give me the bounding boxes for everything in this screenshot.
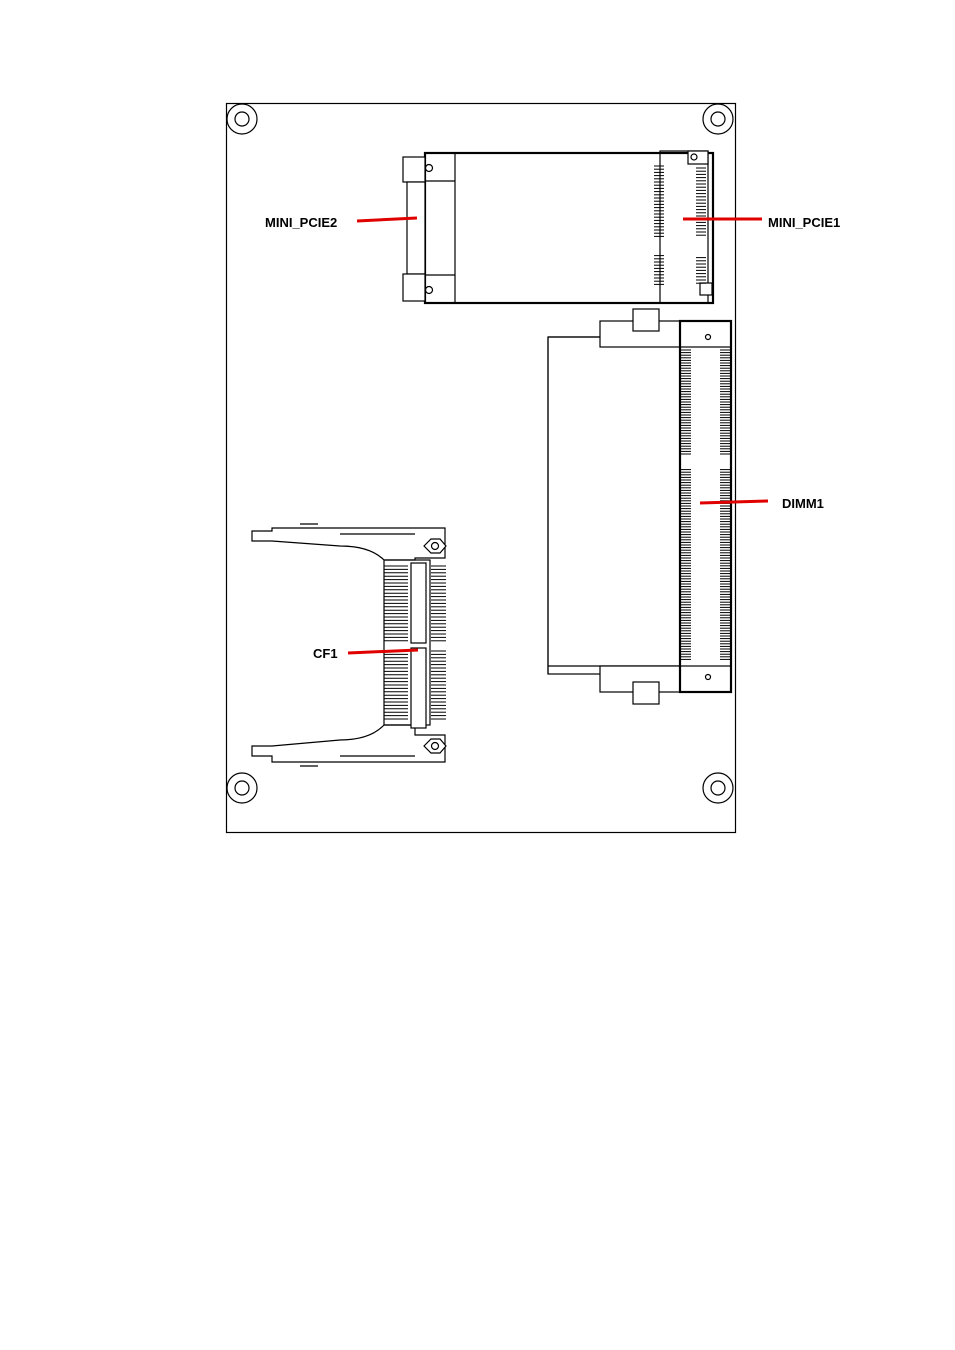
dimm1-pins (681, 350, 731, 659)
mounting-hole-top-right (703, 104, 733, 134)
mini-pcie1-pins (654, 166, 706, 284)
label-mini-pcie2: MINI_PCIE2 (265, 215, 337, 230)
cf-slot (252, 524, 446, 766)
label-mini-pcie1: MINI_PCIE1 (768, 215, 840, 230)
label-dimm1: DIMM1 (782, 496, 824, 511)
leader-dimm1 (700, 501, 768, 503)
mounting-hole-bottom-left (227, 773, 257, 803)
label-cf1: CF1 (313, 646, 338, 661)
board-outline (227, 104, 736, 833)
leader-cf1 (348, 650, 418, 653)
dimm-slot (548, 309, 731, 704)
mounting-hole-top-left (227, 104, 257, 134)
mini-pcie-slot-area (403, 151, 713, 303)
mounting-hole-bottom-right (703, 773, 733, 803)
